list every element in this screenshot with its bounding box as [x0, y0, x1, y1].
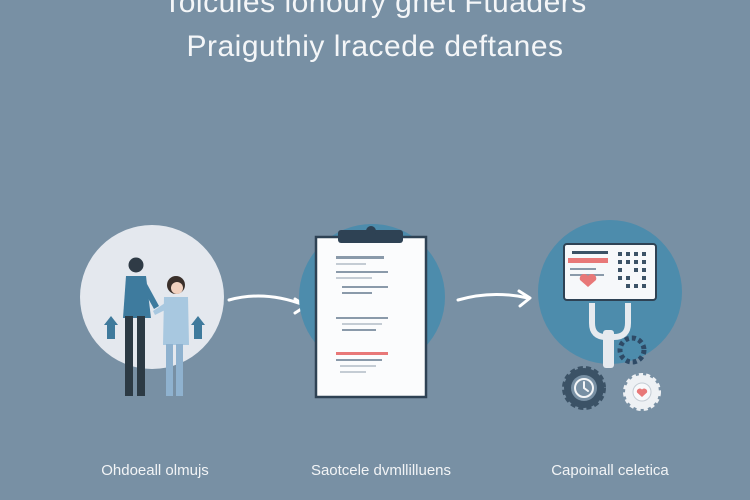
man-figure-icon: [123, 257, 159, 396]
up-arrow-icon-left: [104, 316, 118, 339]
step-1-people-icon: [80, 225, 224, 396]
gear-icon-small: [617, 335, 647, 365]
clipboard-clip: [338, 230, 403, 243]
gear-icon-dark: [562, 366, 606, 410]
document-lines: [336, 256, 388, 373]
step-3-medical-icon: [538, 220, 682, 411]
gear-icon-light: [623, 373, 661, 411]
woman-figure-icon: [153, 276, 189, 396]
diagram-title-line-1: Tolcuies lonoury ghet Ftuaders: [163, 0, 587, 19]
step-3-caption: Capoinall celetica: [551, 462, 669, 479]
diagram-title-line-2: Praiguthiy lracede deftanes: [186, 30, 564, 63]
step-1-caption: Ohdoeall olmujs: [101, 462, 209, 479]
flow-arrow-1-icon: [227, 294, 308, 315]
step-2-caption: Saotcele dvmllilluens: [310, 462, 452, 479]
flow-arrow-2-icon: [456, 289, 532, 308]
heart-icon: [579, 273, 597, 287]
step-2-clipboard-icon: [299, 224, 445, 399]
highlight-line: [336, 352, 388, 355]
up-arrow-icon-right: [191, 316, 205, 339]
